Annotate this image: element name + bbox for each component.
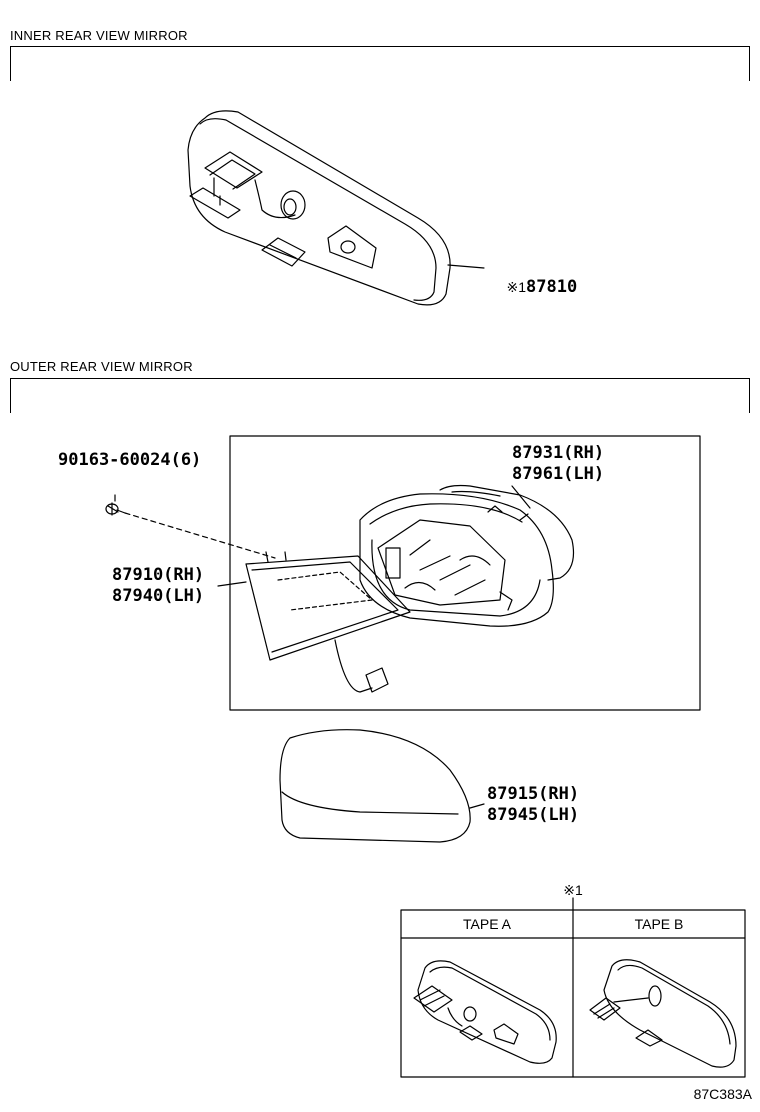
glass-lh-part-number: 87940(LH) <box>112 586 205 606</box>
glass-rh-part-number: 87910(RH) <box>112 565 205 585</box>
inset-table-frame <box>400 897 746 1078</box>
inner-section-frame <box>10 46 750 81</box>
tape-b-mirror-drawing <box>589 959 737 1068</box>
inset-mark: ※1 <box>563 882 583 898</box>
inner-mirror-mark: ※1 <box>506 279 527 295</box>
mirror-glass-drawing <box>245 551 411 693</box>
cover-lh-part-number: 87961(LH) <box>512 464 605 484</box>
screw-part-number: 90163-60024(6) <box>58 450 202 470</box>
outer-assembly-frame <box>229 435 701 711</box>
inner-mirror-drawing <box>187 110 485 306</box>
inner-mirror-number: 87810 <box>526 277 578 297</box>
tape-a-header: TAPE A <box>463 916 511 932</box>
tape-b-header: TAPE B <box>634 916 684 932</box>
screw-drawing <box>105 494 276 559</box>
inner-section-title: INNER REAR VIEW MIRROR <box>10 28 188 43</box>
tape-a-mirror-drawing <box>413 960 557 1064</box>
cover-rh-part-number: 87931(RH) <box>512 443 605 463</box>
cap-lh-part-number: 87945(LH) <box>487 805 580 825</box>
outer-section-frame <box>10 378 750 413</box>
mirror-cap-drawing <box>279 729 485 843</box>
mirror-housing-drawing <box>217 484 575 627</box>
figure-code: 87C383A <box>693 1086 752 1102</box>
outer-section-title: OUTER REAR VIEW MIRROR <box>10 359 193 374</box>
inner-mirror-label: ※187810 <box>486 256 577 298</box>
cap-rh-part-number: 87915(RH) <box>487 784 580 804</box>
